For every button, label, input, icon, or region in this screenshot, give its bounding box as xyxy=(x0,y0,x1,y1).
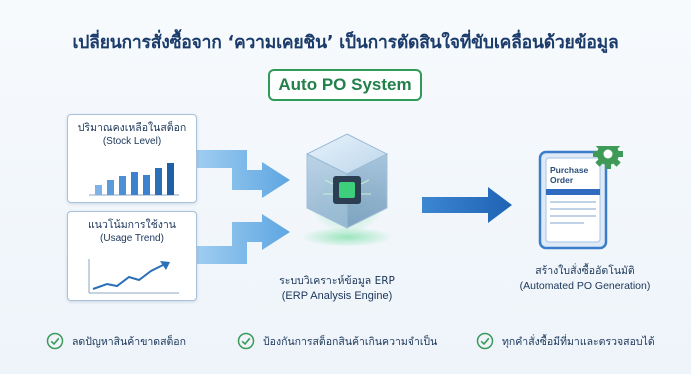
usage-trend-card: แนวโน้มการใช้งาน (Usage Trend) xyxy=(67,211,197,301)
check-circle-icon xyxy=(46,332,64,350)
engine-label-th: ระบบวิเคราะห์ข้อมูล ERP xyxy=(279,275,395,287)
engine-to-po-arrow xyxy=(422,187,512,223)
benefit-prevent-overstock: ป้องกันการสต็อกสินค้าเกินความจำเป็น xyxy=(237,330,437,352)
page-title: เปลี่ยนการสั่งซื้อจาก ‘ความเคยชิน’ เป็นก… xyxy=(72,33,619,53)
stock-level-card: ปริมาณคงเหลือในสต็อก (Stock Level) xyxy=(67,114,197,203)
benefit-reduce-stockout: ลดปัญหาสินค้าขาดสต็อก xyxy=(46,330,186,352)
benefit-label: ป้องกันการสต็อกสินค้าเกินความจำเป็น xyxy=(263,335,438,348)
po-document-title: Purchase Order xyxy=(550,165,589,185)
line-chart-icon xyxy=(88,259,179,294)
stock-level-label-th: ปริมาณคงเหลือในสต็อก xyxy=(77,122,187,134)
bar-chart-icon xyxy=(89,163,179,196)
benefit-label: ทุกคำสั่งซื้อมีที่มาและตรวจสอบได้ xyxy=(502,335,655,348)
po-label-th: สร้างใบสั่งซื้ออัตโนมัติ xyxy=(535,265,635,277)
benefit-traceable-orders: ทุกคำสั่งซื้อมีที่มาและตรวจสอบได้ xyxy=(476,330,655,352)
benefit-label: ลดปัญหาสินค้าขาดสต็อก xyxy=(72,335,186,348)
usage-trend-label-en: (Usage Trend) xyxy=(100,233,164,244)
po-label-en: (Automated PO Generation) xyxy=(519,280,651,292)
stock-level-label-en: (Stock Level) xyxy=(102,136,162,147)
auto-po-system-badge: Auto PO System xyxy=(268,69,422,101)
purchase-order-gear-icon xyxy=(538,146,623,250)
glass-cube-chip-icon xyxy=(301,133,393,246)
stock-to-engine-arrow xyxy=(197,150,290,198)
engine-label-en: (ERP Analysis Engine) xyxy=(281,290,393,302)
usage-to-engine-arrow xyxy=(197,214,290,264)
check-circle-icon xyxy=(237,332,255,350)
usage-trend-label-th: แนวโน้มการใช้งาน xyxy=(88,219,176,231)
check-circle-icon xyxy=(476,332,494,350)
